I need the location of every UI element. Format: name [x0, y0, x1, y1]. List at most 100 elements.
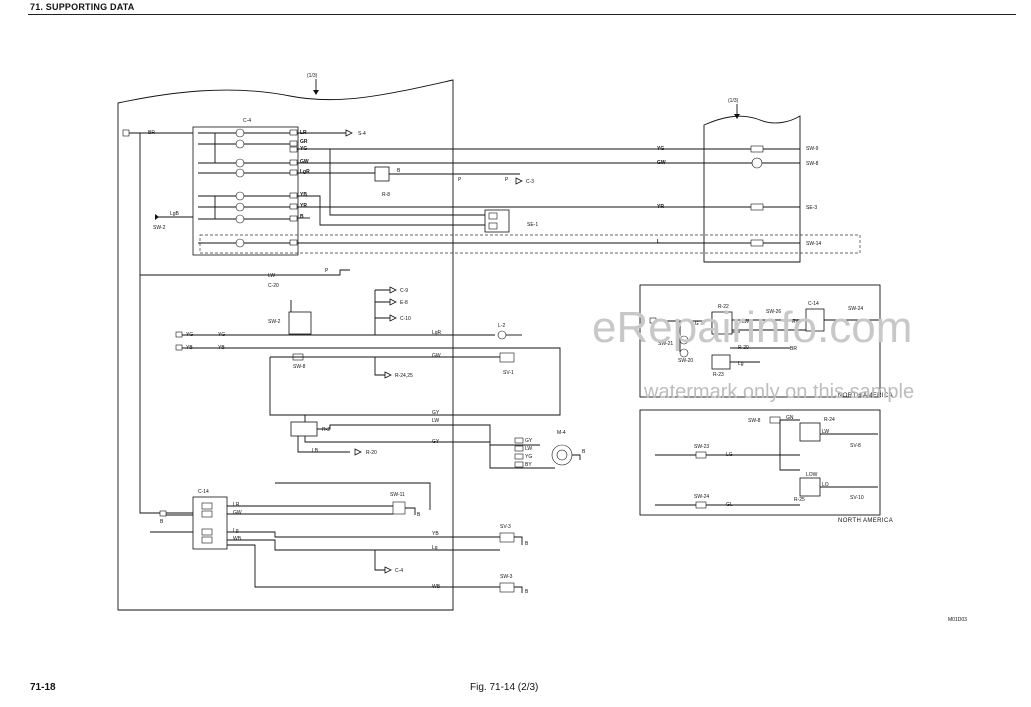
c9-label: C-9	[400, 288, 408, 294]
r2426-label: R-24,25	[395, 373, 413, 379]
na-upper-label: NORTH AMERICA	[838, 393, 893, 399]
wire-yb: YB	[300, 192, 307, 198]
wire-b-main: B	[300, 214, 304, 220]
r2-relay	[290, 421, 318, 437]
wire-lw-m4: LW	[525, 446, 532, 452]
s4-label: S-4	[358, 131, 366, 137]
watermark-note: watermark only on this sample	[643, 381, 914, 403]
main-unit-box	[192, 126, 299, 256]
wire-lgb: LgB	[170, 211, 180, 217]
wire-yr: YR	[300, 203, 307, 209]
wire-b-c14: B	[160, 519, 164, 525]
r8-label: R-8	[382, 192, 390, 198]
watermark-brand: eRepairinfo.com	[592, 303, 912, 352]
wire-yg-m4: YG	[525, 454, 532, 460]
right-frame-connectors	[750, 145, 764, 247]
na-wire-low: LOW	[806, 472, 818, 478]
sv3-label: SV-3	[500, 524, 511, 530]
wire-l-r: L	[657, 239, 660, 245]
wire-lw-c20: LW	[268, 273, 275, 279]
wire-lw-1: LW	[432, 418, 439, 424]
na-upper-circuit: R-22 C-14 SW-24 LW RW SW-21 SW-20 R-23 R…	[649, 301, 880, 378]
wire-lb: LB	[312, 448, 319, 454]
right-frame	[703, 115, 801, 263]
wire-yr-r: YR	[657, 204, 664, 210]
wire-b-sw3: B	[525, 589, 529, 595]
wire-gw-sv1: GW	[432, 353, 441, 359]
e8-label: E-8	[400, 300, 408, 306]
wire-lr-c14: LR	[233, 502, 240, 508]
r20-label: R-20	[366, 450, 377, 456]
na-lower-circuit: SW-8 GN R-24 LW SV-8 SW-23 LG LOW R-25 L…	[655, 415, 878, 509]
se1-label: SE-1	[527, 222, 538, 228]
right-sw9: SW-9	[806, 146, 819, 152]
wire-b-m4: B	[582, 449, 586, 455]
na-wire-lg: Lg	[738, 361, 744, 367]
na-r23: R-23	[713, 372, 724, 378]
header-rule	[28, 14, 1016, 15]
l2-label: L-2	[498, 323, 505, 329]
c20-label: C-20	[268, 283, 279, 289]
sw2-stack	[288, 311, 312, 335]
wire-gr: GR	[300, 139, 308, 145]
na-sw23: SW-23	[694, 444, 709, 450]
wire-b-r8: B	[397, 168, 401, 174]
sw3-switch	[499, 582, 515, 593]
na-upper-frame	[639, 284, 881, 398]
na-sw8: SW-8	[748, 418, 761, 424]
l2-lamp	[497, 330, 507, 340]
c10-label: C-10	[400, 316, 411, 322]
main-unit-label: C-4	[243, 118, 251, 124]
na-wire-rw: RW	[792, 319, 801, 325]
na-wire-br: BR	[790, 346, 797, 352]
sv3-valve	[499, 532, 515, 543]
na-sv8: SV-8	[850, 443, 861, 449]
c3-label: C-3	[526, 179, 534, 185]
wire-p-r8: P	[458, 177, 462, 183]
right-sw14: SW-14	[806, 241, 821, 247]
wire-yb-sv3: YB	[432, 531, 439, 537]
wire-yg-r: YG	[657, 146, 664, 152]
wire-wb-c14: WB	[233, 536, 242, 542]
m4-label: M-4	[557, 430, 566, 436]
na-r20: R-20	[738, 345, 749, 351]
sw3-label: SW-3	[500, 574, 513, 580]
sw2-label: SW-2	[153, 225, 166, 231]
page-number: 71-18	[30, 682, 56, 693]
wire-gw: GW	[300, 159, 309, 165]
sheet-mark-left: (1/3)	[307, 73, 318, 79]
main-unit-internals	[198, 128, 290, 248]
sw11-label: SW-11	[390, 492, 405, 498]
wire-gw-r: GW	[657, 160, 666, 166]
wire-gw-c14: GW	[233, 510, 242, 516]
wire-wb-sw3: WB	[432, 584, 441, 590]
sv1-valve	[499, 352, 515, 363]
c4b-label: C-4	[395, 568, 403, 574]
sw11-switch	[392, 501, 406, 515]
right-se3: SE-3	[806, 205, 817, 211]
na-r25: R-25	[794, 497, 805, 503]
wire-p-c20: P	[325, 268, 329, 274]
wire-b-sw11: B	[417, 512, 421, 518]
figure-caption: Fig. 71-14 (2/3)	[470, 682, 539, 693]
na-wire-gl: GL	[726, 502, 733, 508]
na-sw26: SW-26	[766, 309, 781, 315]
na-sw24: SW-24	[848, 306, 863, 312]
wire-lg-c14: Lg	[233, 528, 239, 534]
right-sw8: SW-8	[806, 161, 819, 167]
na-lower-frame	[639, 409, 881, 516]
na-wire-lw-l: LW	[822, 429, 829, 435]
c14-label: C-14	[198, 489, 209, 495]
sw8-label: SW-8	[293, 364, 306, 370]
wire-p-c3: P	[505, 177, 509, 183]
na-wire-gn: GN	[786, 415, 794, 421]
na-sv10: SV-10	[850, 495, 864, 501]
sv1-label: SV-1	[503, 370, 514, 376]
na-wire-lg-l: LG	[726, 452, 733, 458]
wire-lgr: LgR	[300, 169, 310, 175]
na-sw21: SW-21	[658, 341, 673, 347]
wire-b-sv3: B	[525, 541, 529, 547]
sheet-mark-right: (1/3)	[728, 98, 739, 104]
main-frame	[117, 79, 454, 611]
wire-lgr-l2: LgR	[432, 330, 442, 336]
